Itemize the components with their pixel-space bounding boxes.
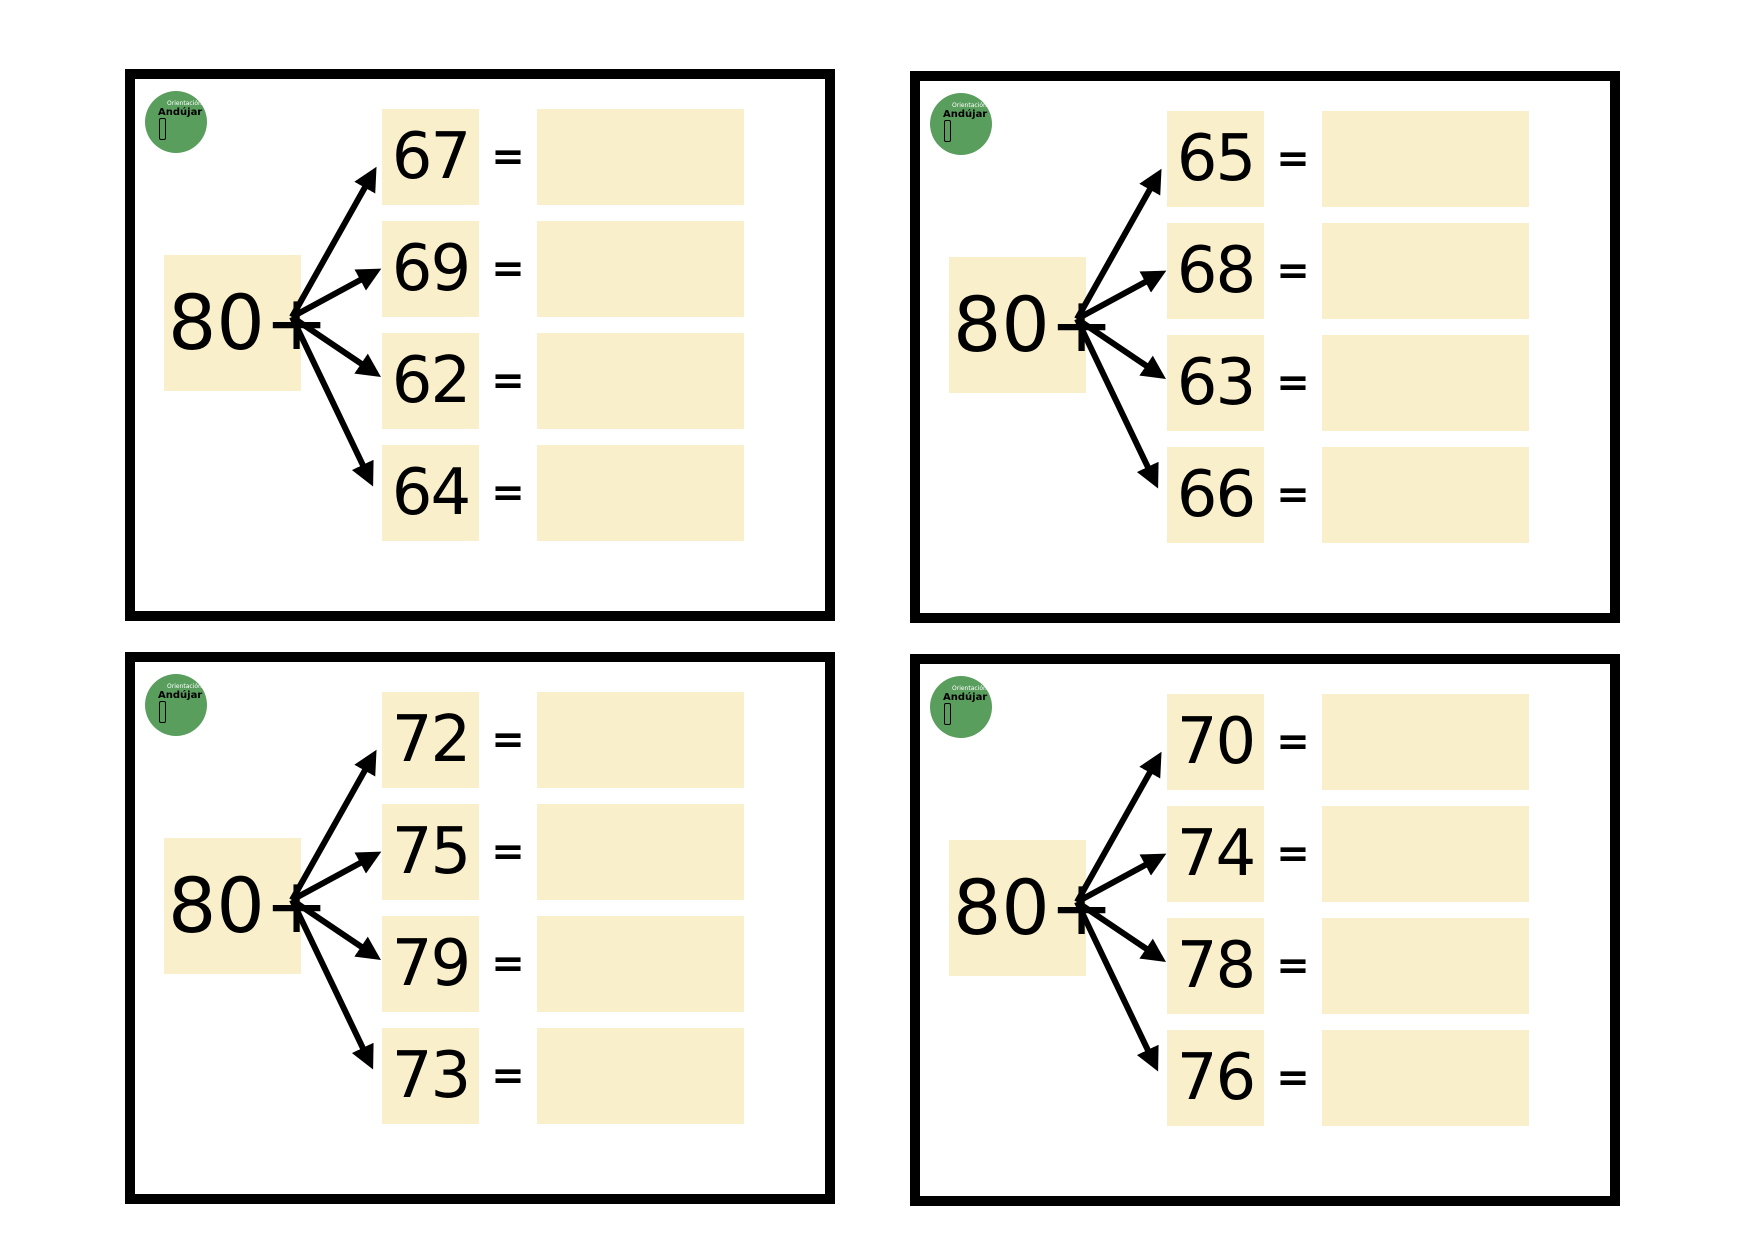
pencil-icon [159,701,166,723]
equals-sign: = [491,1053,525,1099]
answer-box[interactable] [1322,447,1529,543]
orientacion-andujar-logo: Orientación Andújar [930,676,992,738]
equals-sign: = [491,246,525,292]
answer-box[interactable] [537,1028,744,1124]
equals-sign: = [491,717,525,763]
addend-box: 68 [1167,223,1264,319]
equals-sign: = [1276,719,1310,765]
equals-sign: = [1276,136,1310,182]
equals-sign: = [1276,1055,1310,1101]
base-number-box: 80+ [949,257,1113,393]
exercise-card-4: Orientación Andújar 80+ 70 = 74 = 78 = 7… [910,654,1620,1206]
equals-sign: = [1276,472,1310,518]
addend-box: 76 [1167,1030,1264,1126]
addend-box: 75 [382,804,479,900]
answer-box[interactable] [1322,694,1529,790]
orientacion-andujar-logo: Orientación Andújar [145,91,207,153]
addend-box: 78 [1167,918,1264,1014]
answer-box[interactable] [537,109,744,205]
addend-box: 73 [382,1028,479,1124]
addend-box: 69 [382,221,479,317]
answer-box[interactable] [537,916,744,1012]
addend-box: 74 [1167,806,1264,902]
equals-sign: = [491,941,525,987]
equals-sign: = [491,134,525,180]
answer-box[interactable] [1322,223,1529,319]
answer-box[interactable] [1322,806,1529,902]
base-number-box: 80+ [164,838,328,974]
base-number-box: 80+ [949,840,1113,976]
answer-box[interactable] [1322,335,1529,431]
addend-box: 72 [382,692,479,788]
answer-box[interactable] [1322,1030,1529,1126]
addend-box: 70 [1167,694,1264,790]
addend-box: 67 [382,109,479,205]
addend-box: 62 [382,333,479,429]
addend-box: 79 [382,916,479,1012]
answer-box[interactable] [537,804,744,900]
answer-box[interactable] [537,333,744,429]
exercise-card-3: Orientación Andújar 80+ 72 = 75 = 79 = 7… [125,652,835,1204]
answer-box[interactable] [537,445,744,541]
orientacion-andujar-logo: Orientación Andújar [145,674,207,736]
equals-sign: = [491,829,525,875]
addend-box: 64 [382,445,479,541]
answer-box[interactable] [537,221,744,317]
addend-box: 66 [1167,447,1264,543]
equals-sign: = [1276,248,1310,294]
exercise-card-1: Orientación Andújar 80+ 67 = 69 = 62 = 6… [125,69,835,621]
pencil-icon [159,118,166,140]
equals-sign: = [1276,943,1310,989]
answer-box[interactable] [537,692,744,788]
orientacion-andujar-logo: Orientación Andújar [930,93,992,155]
base-number-box: 80+ [164,255,328,391]
equals-sign: = [491,358,525,404]
answer-box[interactable] [1322,111,1529,207]
equals-sign: = [1276,831,1310,877]
pencil-icon [944,703,951,725]
pencil-icon [944,120,951,142]
answer-box[interactable] [1322,918,1529,1014]
exercise-card-2: Orientación Andújar 80+ 65 = 68 = 63 = 6… [910,71,1620,623]
addend-box: 63 [1167,335,1264,431]
equals-sign: = [1276,360,1310,406]
equals-sign: = [491,470,525,516]
addend-box: 65 [1167,111,1264,207]
